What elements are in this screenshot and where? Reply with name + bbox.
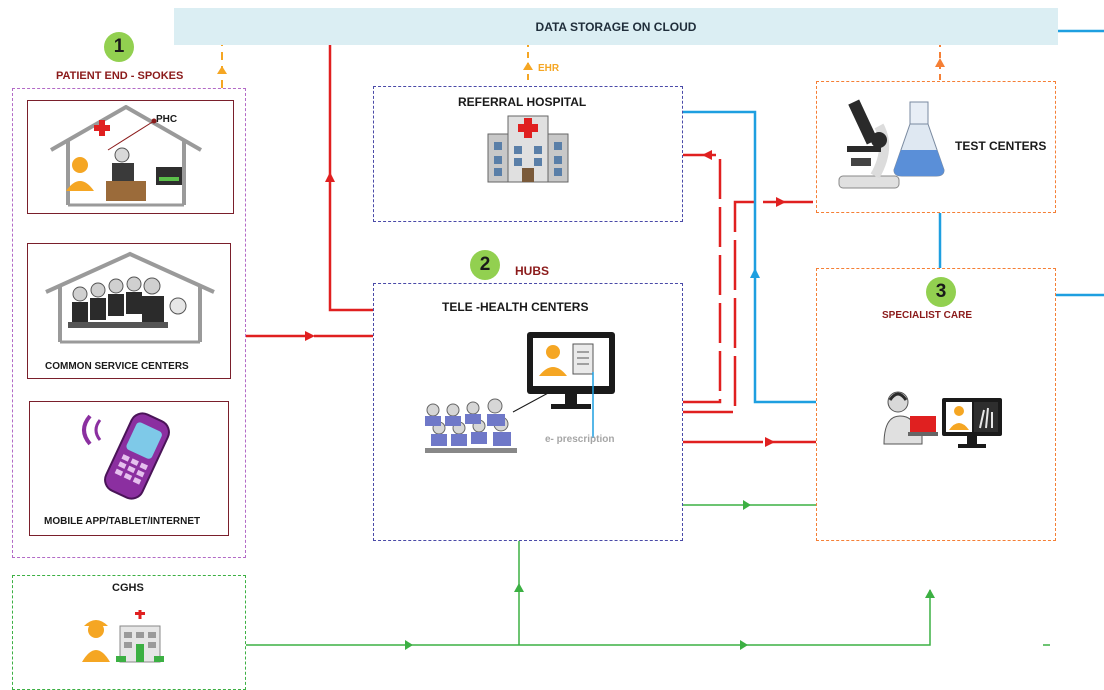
cloud-storage-label: DATA STORAGE ON CLOUD	[535, 19, 697, 34]
spokes-number-badge: 1	[104, 32, 134, 62]
cloud-hub-link	[328, 45, 373, 312]
hubs-title: HUBS	[515, 264, 550, 278]
mobile-phone-icon	[82, 412, 170, 500]
flask-icon	[893, 101, 945, 177]
specialist-title: SPECIALIST CARE	[882, 310, 973, 321]
telehealth-label: TELE -HEALTH CENTERS	[442, 300, 589, 314]
hubs-testcenters-link	[683, 200, 816, 414]
specialist-number: 3	[935, 281, 947, 302]
test-centers-label: TEST CENTERS	[955, 139, 1047, 153]
microscope-icon	[838, 99, 900, 189]
specialist-number-badge: 3	[926, 277, 956, 307]
hubs-referral-link	[683, 153, 722, 404]
hubs-number-badge: 2	[470, 250, 500, 280]
xray-monitor-icon	[942, 398, 1002, 448]
spokes-container	[12, 88, 246, 558]
cghs-icon	[82, 610, 164, 663]
phc-clinic-icon	[50, 105, 202, 207]
specialist-box	[816, 268, 1056, 541]
eprescription-label: e- prescription	[545, 434, 615, 445]
referral-specialist-link	[683, 110, 816, 404]
hubs-container	[373, 283, 683, 541]
cghs-link	[246, 590, 931, 646]
mobile-app-box: MOBILE APP/TABLET/INTERNET	[29, 401, 229, 536]
mobile-app-label: MOBILE APP/TABLET/INTERNET	[44, 516, 201, 527]
common-service-box: COMMON SERVICE CENTERS	[27, 243, 231, 379]
referral-hospital-box	[373, 86, 683, 222]
telehealth-monitor-icon	[425, 332, 615, 453]
common-service-label: COMMON SERVICE CENTERS	[45, 361, 189, 372]
hospital-icon	[487, 115, 569, 183]
hubs-number: 2	[479, 254, 491, 275]
cloud-storage-bar: DATA STORAGE ON CLOUD	[174, 8, 1058, 45]
doctor-icon	[883, 391, 938, 445]
ehr-label: EHR	[538, 63, 560, 74]
spokes-title: PATIENT END - SPOKES	[56, 70, 184, 82]
phc-label: PHC	[156, 114, 178, 125]
phc-box: PHC	[27, 100, 234, 214]
cghs-label: CGHS	[112, 582, 144, 594]
referral-hospital-label: REFERRAL HOSPITAL	[458, 95, 587, 109]
spokes-number: 1	[113, 36, 125, 57]
service-center-icon	[45, 251, 215, 344]
test-centers-box	[816, 81, 1056, 213]
